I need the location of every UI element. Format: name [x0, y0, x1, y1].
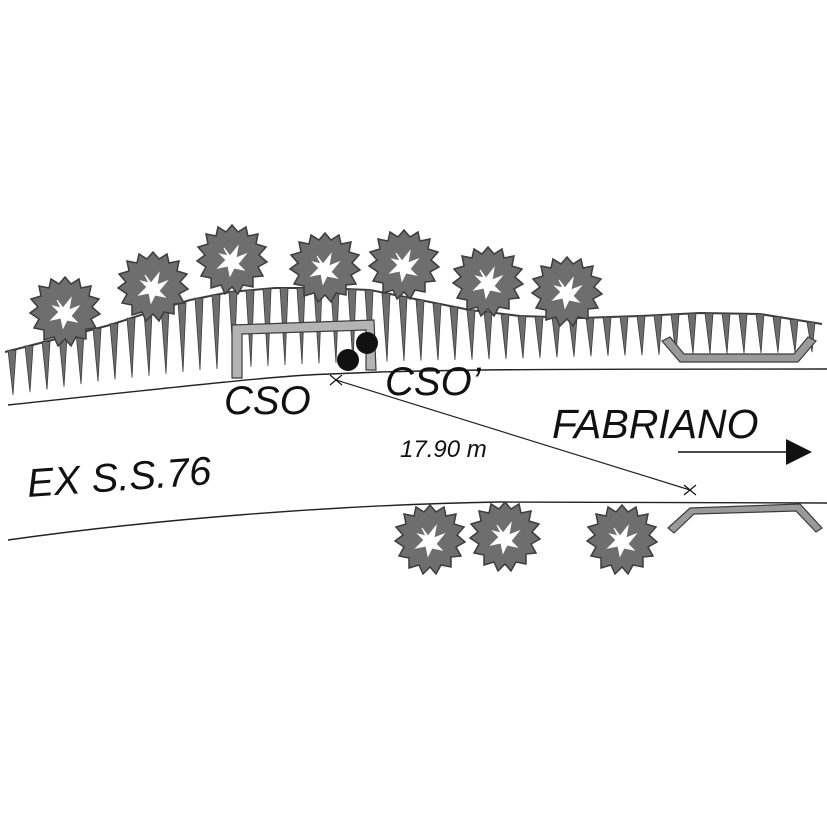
distance-line — [335, 379, 691, 491]
slope-hachure — [398, 296, 408, 361]
tree-icon — [29, 276, 101, 347]
slope-hachure — [483, 311, 493, 360]
slope-hachure — [585, 317, 595, 357]
slope-hachure — [449, 306, 459, 360]
tree-icon — [531, 256, 603, 327]
slope-hachure — [670, 313, 680, 355]
cso-enclosure — [231, 319, 377, 379]
cross-marker-icon — [683, 484, 697, 496]
slope-hachure — [160, 307, 170, 374]
road-edge-north — [7, 368, 827, 406]
slope-hachure — [636, 315, 646, 356]
slope-hachure — [517, 315, 527, 359]
slope-hachure — [109, 323, 119, 380]
slope-hachure — [126, 317, 136, 378]
tree-icon — [368, 229, 440, 300]
culvert-south — [667, 503, 823, 534]
slope-hachure — [772, 316, 782, 353]
slope-hachure — [415, 299, 425, 361]
slope-hachure — [704, 312, 714, 354]
slope-hachure — [738, 313, 748, 354]
tree-icon — [117, 251, 189, 322]
slope-hachure — [143, 312, 153, 376]
culvert-north — [661, 336, 817, 363]
slope-hachure — [432, 302, 442, 361]
slope-hachure — [500, 313, 510, 359]
road-edge-south — [7, 501, 827, 541]
cso-prime-label: CSO’ — [385, 360, 482, 404]
slope-hachure — [687, 312, 697, 355]
slope-hachure — [24, 345, 34, 393]
arrow-right-icon — [678, 439, 812, 465]
cross-marker-icon — [329, 374, 343, 386]
tree-icon — [196, 224, 268, 295]
tree-icon — [586, 504, 658, 575]
slope-hachure — [75, 332, 85, 385]
road-name-label: EX S.S.76 — [26, 449, 214, 506]
slope-hachure — [7, 349, 17, 395]
slope-hachure — [653, 314, 663, 355]
slope-hachure — [534, 316, 544, 358]
distance-label: 17.90 m — [400, 436, 487, 463]
sensor-cso-prime-dot — [356, 332, 378, 354]
slope-hachure — [789, 319, 799, 353]
sensor-cso-dot — [337, 349, 359, 371]
tree-icon — [452, 246, 524, 317]
slope-hachure — [755, 313, 765, 354]
slope-hachure — [41, 341, 51, 390]
direction-label: FABRIANO — [552, 401, 759, 447]
slope-hachure — [721, 313, 731, 354]
tree-icon — [394, 504, 466, 575]
slope-hachure — [619, 316, 629, 356]
slope-hachure — [466, 309, 476, 360]
slope-hachure — [92, 327, 102, 382]
tree-icon — [469, 501, 541, 572]
cso-label: CSO — [224, 379, 311, 423]
embankment-slope — [4, 287, 823, 395]
slope-hachure — [211, 294, 221, 370]
slope-hachure — [194, 297, 204, 371]
slope-hachure — [602, 316, 612, 356]
slope-hachure — [177, 301, 187, 373]
slope-hachure — [381, 292, 391, 362]
